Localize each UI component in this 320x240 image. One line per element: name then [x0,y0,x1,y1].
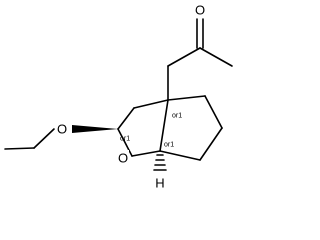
carbonyl-oxygen-label: O [195,3,205,18]
bond-c6-c6a [159,150,201,161]
bond-c5-c6 [199,127,223,161]
stereo-label-bridgehead: or1 [164,142,174,149]
molecule-structure: O O O H or1 or1 or1 [4,2,233,191]
hash-bond-c6a-h [153,154,167,171]
ring-oxygen-label: O [118,151,128,166]
wedge-bond-c2-oethyl [72,125,118,133]
bond-ch2-carbonyl [167,47,201,67]
stereo-label-acetal: or1 [120,136,130,143]
bond-o1-c6a [131,150,161,157]
stereo-label-quaternary: or1 [172,113,182,120]
bond-c3a-c6a [159,99,169,152]
bond-c2-c3 [117,107,135,130]
bond-c4-c5 [204,95,223,129]
bond-c2-o1 [117,128,133,157]
ether-oxygen-label: O [57,122,67,137]
bond-c3a-c4 [167,95,206,101]
bond-ch2-ch3 [4,147,35,150]
bond-carbonyl-methyl [199,47,233,67]
bond-c3-c3a [133,99,169,109]
bond-oethyl-ch2 [33,128,55,149]
bridgehead-hydrogen-label: H [155,176,164,191]
